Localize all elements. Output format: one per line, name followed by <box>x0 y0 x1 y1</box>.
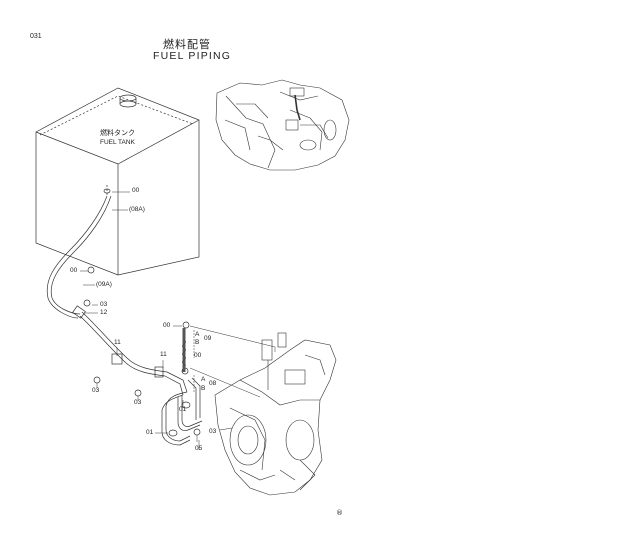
callout-label: 01 <box>179 406 187 413</box>
callout-label: 03 <box>209 428 217 435</box>
callout-label: (08A) <box>129 206 145 213</box>
tank-label-japanese: 燃料タンク <box>100 129 135 137</box>
callout-label: 09 <box>204 335 212 342</box>
callout-label: 00 <box>132 187 140 194</box>
callout-label: B <box>201 385 206 392</box>
callout-label: 11 <box>160 351 167 358</box>
callout-label: 00 <box>194 352 202 359</box>
callout-label: 01 <box>146 429 154 436</box>
hose-09 <box>181 328 187 372</box>
callout-label: 03 <box>100 301 108 308</box>
callout-label: 00 <box>163 322 171 329</box>
fuel-tank-outline <box>35 87 200 276</box>
callout-label: B <box>195 339 200 346</box>
callout-label: 11 <box>114 339 121 346</box>
callout-label: 12 <box>100 309 108 316</box>
engine-sketch <box>214 332 337 496</box>
page-number: 031 <box>30 33 42 40</box>
filter-loop-pipe <box>161 377 203 446</box>
callout-label: A <box>195 331 200 338</box>
callout-label: 08 <box>209 380 217 387</box>
callout-label: 00 <box>70 267 78 274</box>
callout-label: (09A) <box>96 281 112 288</box>
tank-label-english: FUEL TANK <box>100 139 135 146</box>
fuel-hose <box>46 195 201 436</box>
callout-label: 05 <box>195 445 203 452</box>
callout-label: 03 <box>92 387 100 394</box>
diagram-title-japanese: 燃料配管 <box>163 38 211 51</box>
leader-lines <box>80 191 276 450</box>
callout-label: A <box>201 376 206 383</box>
registered-mark: ® <box>336 509 343 517</box>
machine-location-sketch <box>215 79 350 171</box>
callout-label: 03 <box>134 399 142 406</box>
diagram-title-english: FUEL PIPING <box>153 50 232 62</box>
